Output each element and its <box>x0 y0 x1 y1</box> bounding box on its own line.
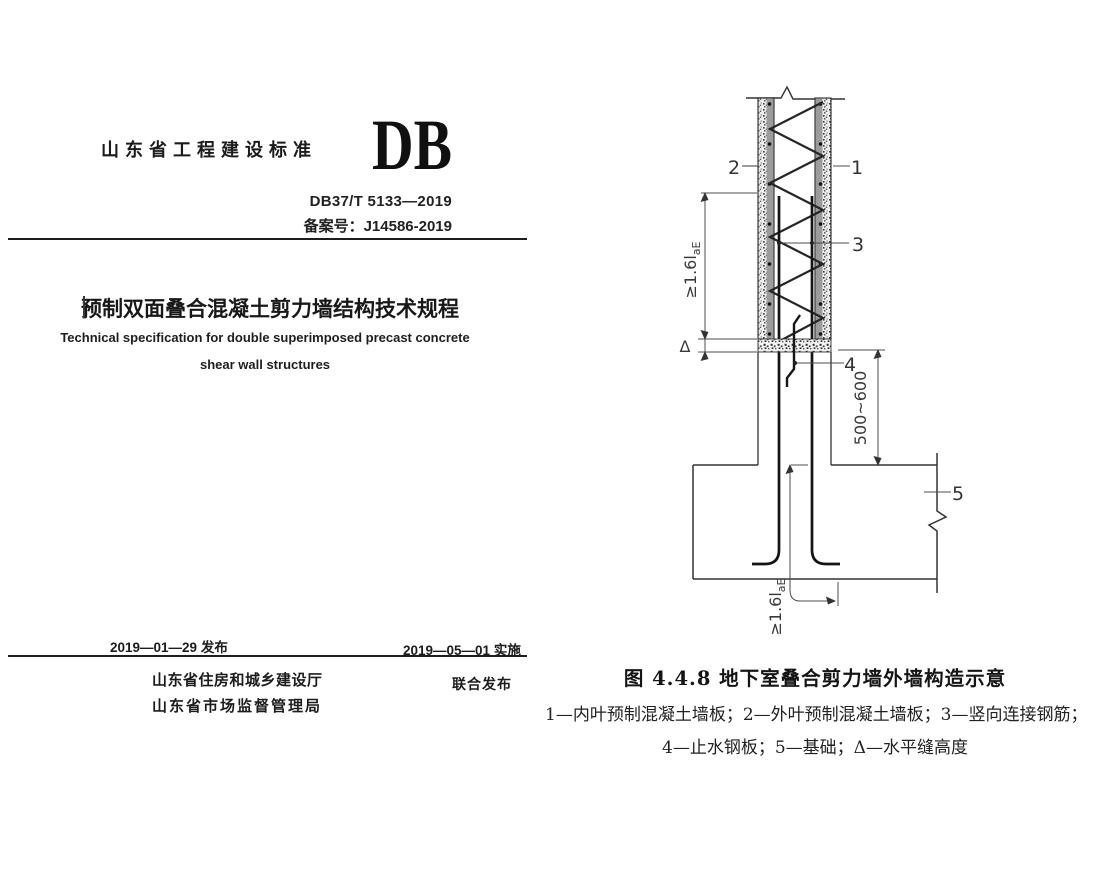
lattice-truss <box>767 101 826 344</box>
dim-kicker-text: 500~600 <box>851 371 870 445</box>
top-rule <box>8 238 527 240</box>
inner-leaf-panel <box>814 97 832 340</box>
title-en-line2: shear wall structures <box>199 357 331 372</box>
wall-top-break-line <box>746 85 845 100</box>
cast-in-place-wall-edges <box>757 352 832 465</box>
foundation-outline <box>692 464 937 580</box>
vertical-rebar-left <box>752 196 781 566</box>
leader-dots <box>776 240 815 366</box>
panel-rebar-dots <box>767 102 823 336</box>
delta-joint-height-label: Δ <box>680 337 691 356</box>
dim-lap-lower-lines <box>789 464 839 606</box>
title-en-line1: Technical specification for double super… <box>60 330 470 345</box>
title-cn: 预制双面叠合混凝土剪力墙结构技术规程 <box>81 298 459 321</box>
dim-lap-lower-text: ≥1.6laE <box>766 578 788 635</box>
standard-number: DB37/T 5133—2019 <box>309 193 452 210</box>
figure-legend-line2: 4—止水钢板；5—基础；Δ—水平缝高度 <box>662 738 968 758</box>
label-5-foundation: 5 <box>952 483 964 505</box>
dim-lap-upper-arrows <box>700 192 709 361</box>
label-2-outer-leaf: 2 <box>728 157 740 179</box>
label-3-vertical-rebar: 3 <box>852 234 864 256</box>
standard-cover: 山东省工程建设标准 DB DB37/T 5133—2019 备案号：J14586… <box>8 105 527 715</box>
bottom-rule <box>8 655 527 657</box>
dim-kicker-arrows <box>873 349 882 466</box>
label-1-inner-leaf: 1 <box>851 157 863 179</box>
joint-publish-label: 联合发布 <box>452 676 512 692</box>
db-logo: DB <box>371 105 452 185</box>
foundation-cut-break-line <box>927 453 948 593</box>
record-number: 备案号：J14586-2019 <box>303 218 452 235</box>
dim-kicker-lines <box>838 349 885 465</box>
dim-lap-upper-text: ≥1.6laE <box>681 241 703 298</box>
water-stop-plate <box>785 314 801 387</box>
vertical-rebar-right <box>810 196 840 566</box>
label-4-water-stop: 4 <box>844 354 856 376</box>
dim-lap-upper-lines <box>698 192 757 353</box>
issue-date: 2019—01—29 发布 <box>110 640 228 655</box>
publisher-1: 山东省住房和城乡建设厅 <box>152 672 323 689</box>
publisher-2: 山东省市场监督管理局 <box>152 698 323 715</box>
figure-legend-line1: 1—内叶预制混凝土墙板；2—外叶预制混凝土墙板；3—竖向连接钢筋； <box>545 705 1088 725</box>
outer-leaf-panel <box>757 97 775 340</box>
figure-caption: 图 4.4.8 地下室叠合剪力墙外墙构造示意 <box>623 667 1007 690</box>
scan-artifact-line <box>83 296 85 318</box>
cover-header-cn: 山东省工程建设标准 <box>101 140 317 160</box>
implementation-date: 2019—05—01 实施 <box>403 643 521 658</box>
dim-lap-lower-arrows <box>785 464 836 605</box>
